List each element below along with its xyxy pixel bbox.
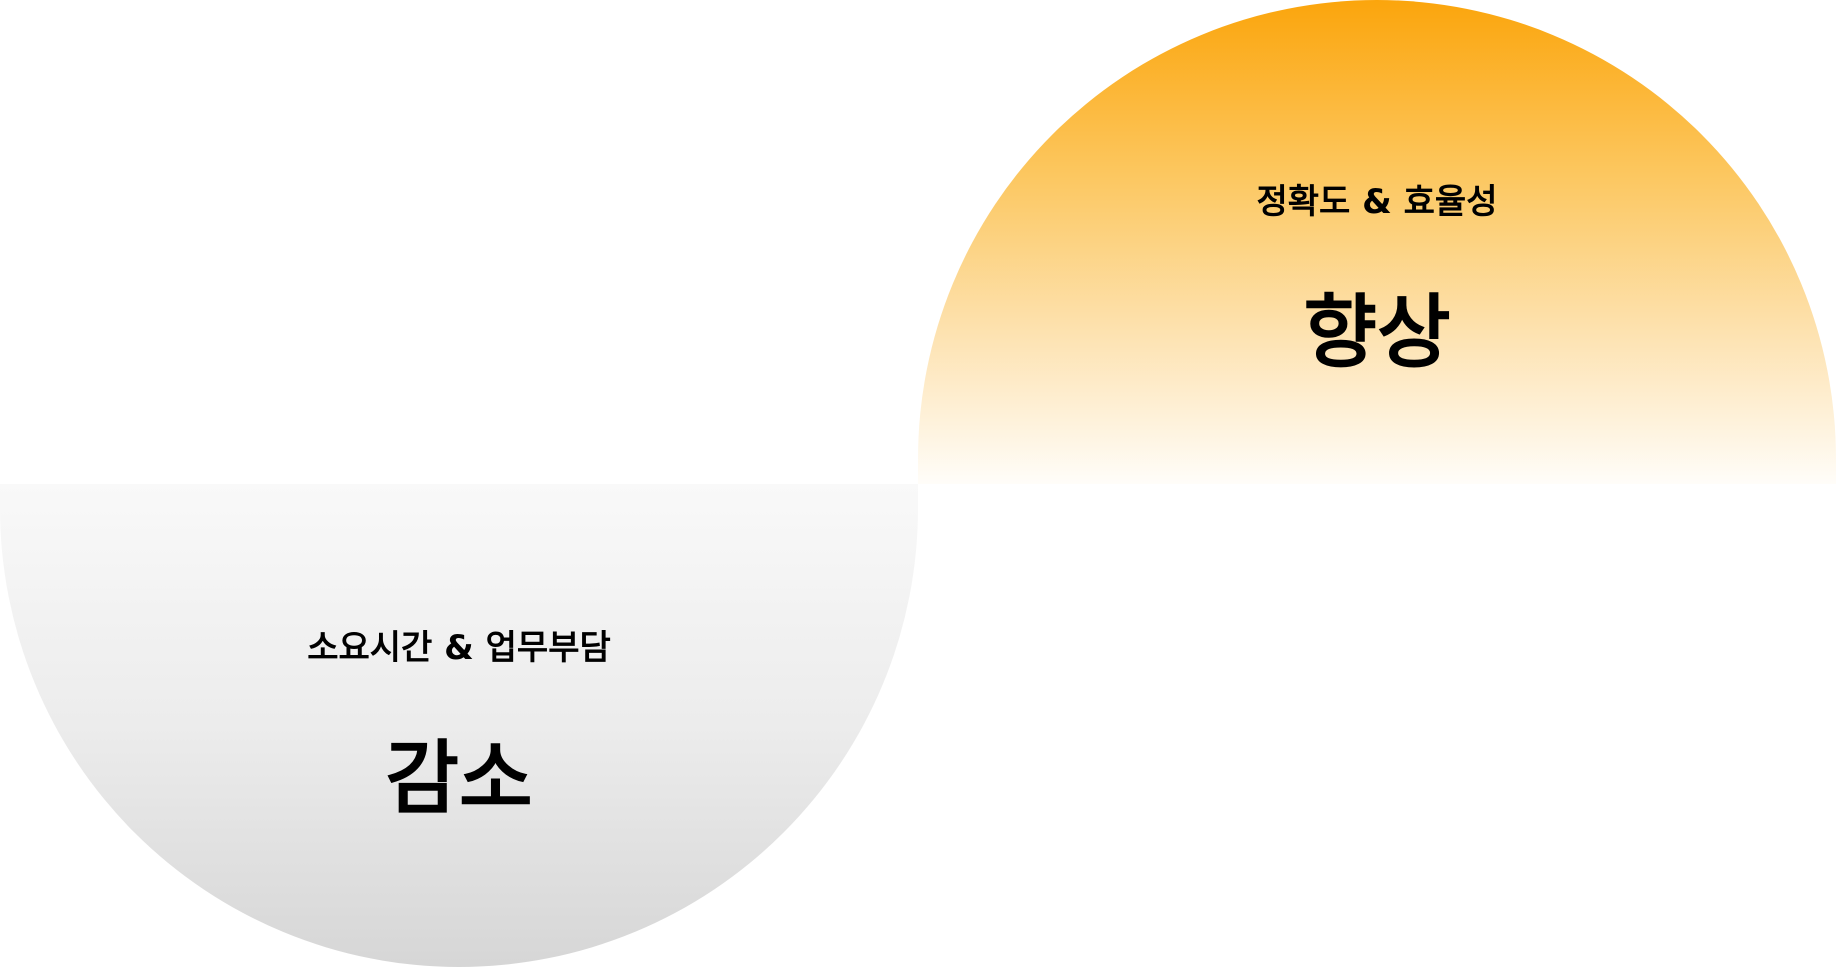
improvement-headline: 향상 — [1303, 286, 1451, 379]
improvement-subtitle: 정확도 & 효율성 — [1256, 182, 1498, 222]
reduction-semicircle: 소요시간 & 업무부담 감소 — [0, 484, 918, 967]
improvement-semicircle: 정확도 & 효율성 향상 — [918, 0, 1836, 484]
reduction-subtitle: 소요시간 & 업무부담 — [307, 628, 611, 668]
reduction-headline: 감소 — [385, 732, 533, 825]
